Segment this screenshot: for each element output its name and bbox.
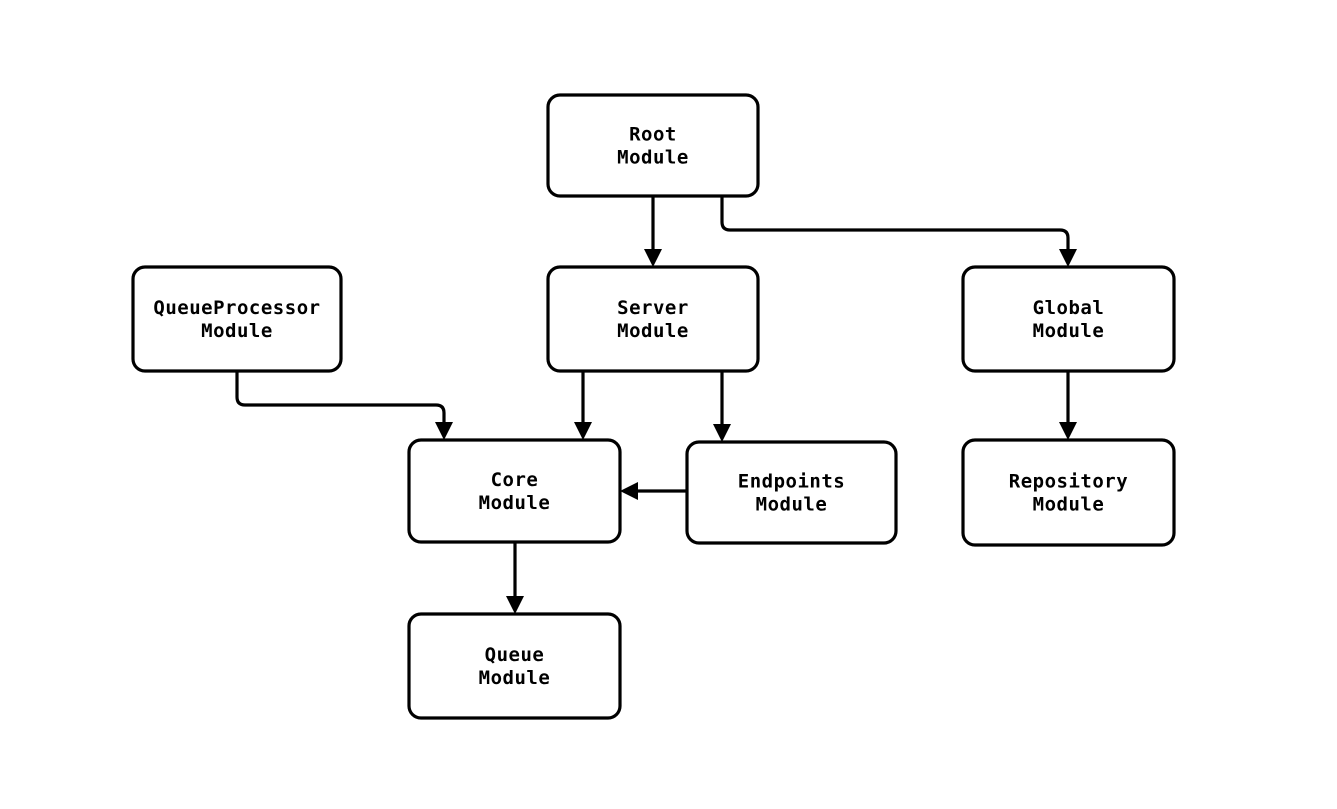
node-label-line2-queueprocessor: Module [201,320,273,342]
node-box-repository[interactable] [961,438,1176,547]
edges-layer [235,196,1077,614]
arrowhead-icon [1059,422,1077,440]
edge-server-to-core [574,371,592,440]
node-label-line1-queue: Queue [485,644,545,666]
arrowhead-icon [713,424,731,442]
arrowhead-icon [1059,249,1077,267]
node-box-queueprocessor[interactable] [131,265,343,373]
node-label-line1-root: Root [629,123,677,145]
arrowhead-icon [506,596,524,614]
node-label-line2-queue: Module [479,667,551,689]
arrowhead-icon [644,249,662,267]
node-box-core[interactable] [407,438,622,544]
edge-server-to-endpoints [713,371,731,442]
node-label-line2-endpoints: Module [756,493,828,515]
edge-root-to-server [644,196,662,267]
node-label-line1-server: Server [617,297,689,319]
node-label-line2-global: Module [1033,320,1105,342]
node-label-line2-server: Module [617,320,689,342]
edge-core-to-queue [506,542,524,614]
arrowhead-icon [620,482,638,500]
arrowhead-icon [435,422,453,440]
node-label-line1-global: Global [1033,297,1105,319]
edge-root-to-global [720,196,1077,267]
node-label-line2-core: Module [479,492,551,514]
edge-line [235,371,446,425]
node-label-line1-queueprocessor: QueueProcessor [153,297,320,319]
edge-global-to-repository [1059,371,1077,440]
node-box-endpoints[interactable] [685,440,898,545]
edge-queueprocessor-to-core [235,371,453,440]
edge-endpoints-to-core [620,482,687,500]
node-box-root[interactable] [546,93,760,198]
arrowhead-icon [574,422,592,440]
node-label-line2-root: Module [617,146,689,168]
node-box-queue[interactable] [407,612,622,720]
node-label-line1-core: Core [491,469,539,491]
node-box-server[interactable] [546,265,760,373]
edge-line [720,196,1070,252]
node-box-global[interactable] [961,265,1176,373]
node-label-line1-endpoints: Endpoints [738,470,845,492]
node-label-line2-repository: Module [1033,493,1105,515]
node-label-line1-repository: Repository [1009,470,1128,492]
